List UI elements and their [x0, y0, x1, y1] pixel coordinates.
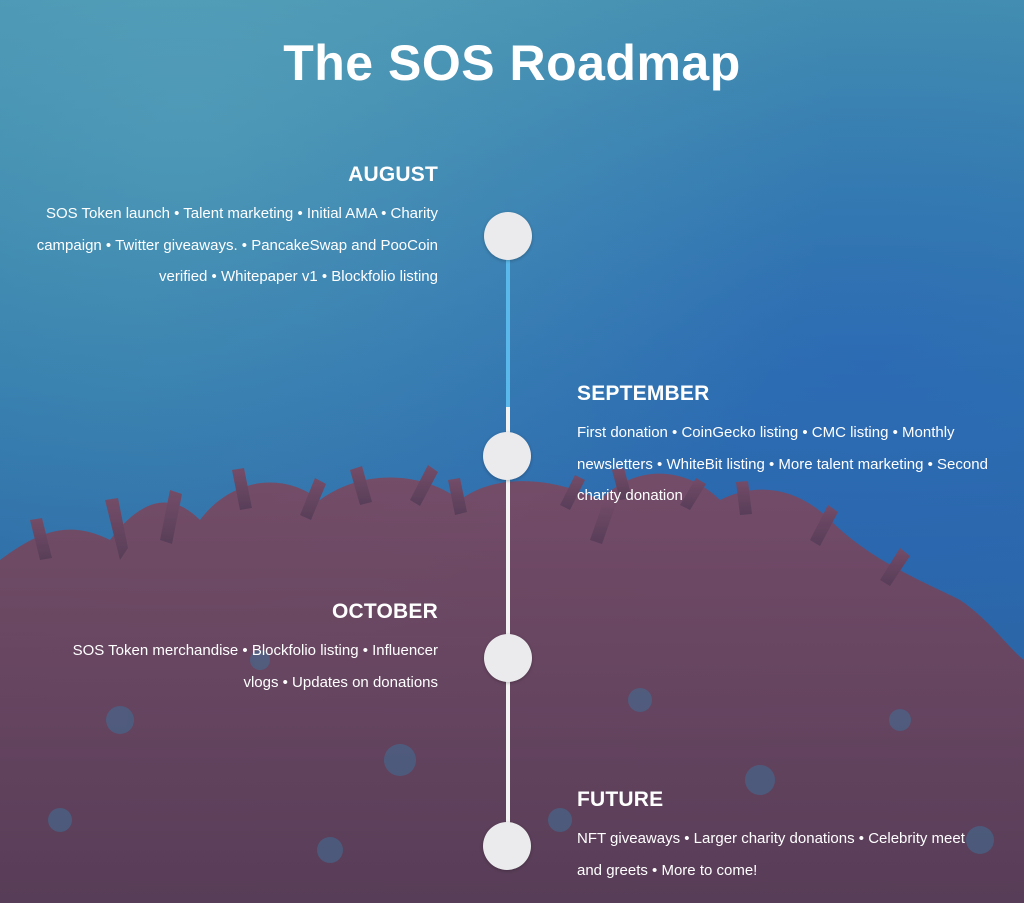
milestone-october: OCTOBER SOS Token merchandise • Blockfol…: [40, 599, 438, 698]
milestone-title: FUTURE: [577, 788, 664, 811]
timeline-dot-future: [483, 822, 531, 870]
milestone-description: NFT giveaways • Larger charity donations…: [577, 830, 965, 879]
timeline-dot-october: [484, 634, 532, 682]
milestone-title: OCTOBER: [331, 600, 438, 623]
milestone-description: SOS Token launch • Talent marketing • In…: [36, 205, 438, 285]
milestone-august: AUGUST SOS Token launch • Talent marketi…: [22, 162, 438, 293]
timeline-dot-august: [484, 212, 532, 260]
timeline-line: [506, 407, 510, 847]
milestone-description: SOS Token merchandise • Blockfolio listi…: [72, 642, 438, 691]
milestone-september: SEPTEMBER First donation • CoinGecko lis…: [577, 381, 997, 512]
milestone-title: SEPTEMBER: [577, 382, 710, 405]
page-title: The SOS Roadmap: [283, 35, 741, 91]
milestone-description: First donation • CoinGecko listing • CMC…: [577, 424, 988, 504]
timeline-dot-september: [483, 432, 531, 480]
timeline-progress-line: [506, 236, 510, 407]
milestone-future: FUTURE NFT giveaways • Larger charity do…: [577, 787, 977, 886]
milestone-title: AUGUST: [348, 163, 438, 186]
